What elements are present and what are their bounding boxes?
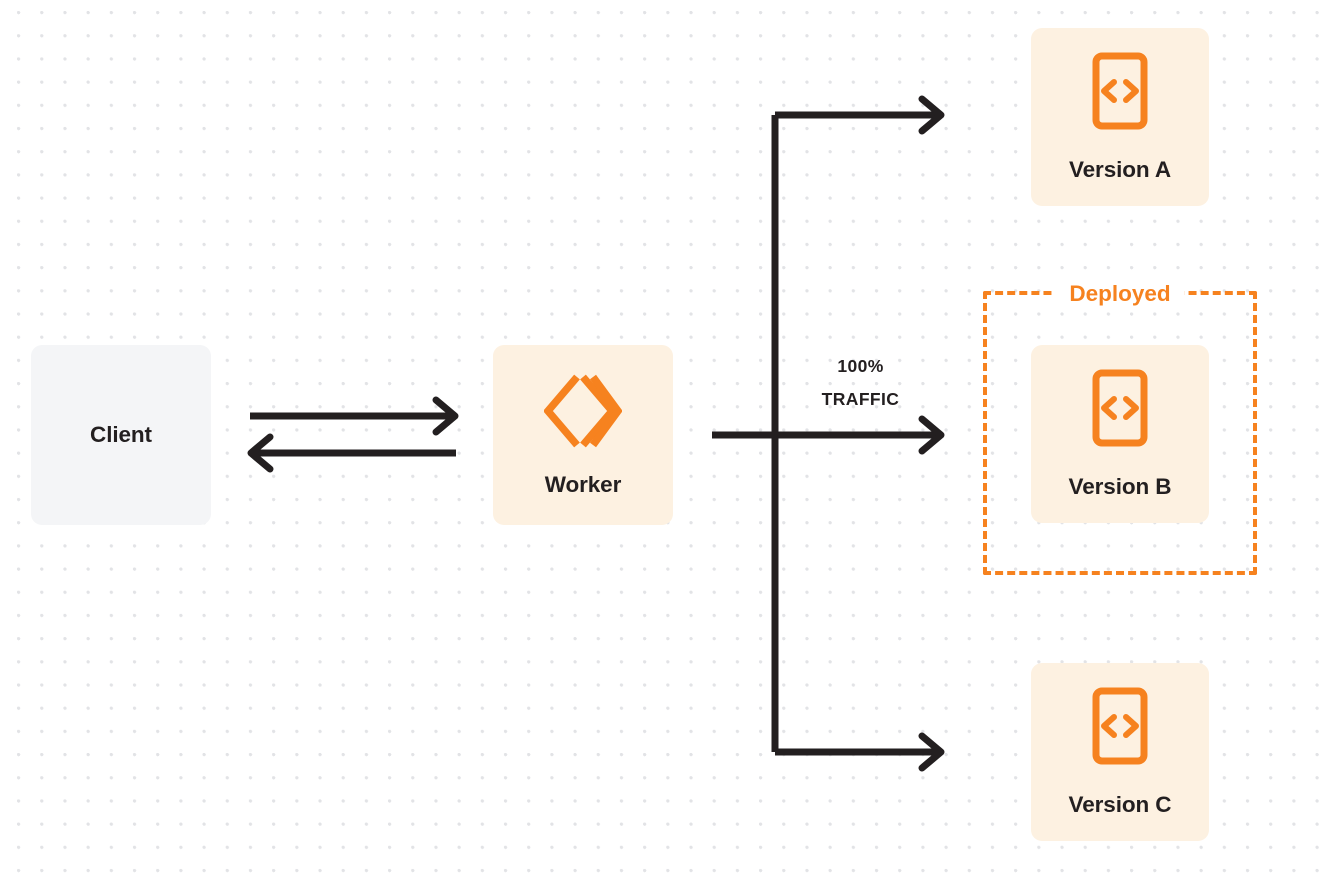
node-version-c[interactable]: Version C xyxy=(1031,663,1209,841)
node-worker-label: Worker xyxy=(544,471,622,497)
code-file-icon xyxy=(1092,52,1148,135)
cloudflare-workers-icon xyxy=(543,373,623,454)
node-version-c-label: Version C xyxy=(1068,791,1172,817)
code-file-icon xyxy=(1092,369,1148,452)
node-client[interactable]: Client xyxy=(31,345,211,525)
connector-worker-to-version-c xyxy=(775,732,945,772)
connector-worker-to-client xyxy=(247,433,456,473)
group-deployed-label: Deployed xyxy=(1055,279,1185,309)
traffic-label: 100% TRAFFIC xyxy=(788,350,933,416)
node-version-b-label: Version B xyxy=(1068,473,1172,499)
group-deployed: Deployed xyxy=(983,279,1257,575)
connector-worker-to-version-a xyxy=(775,95,945,135)
node-version-b[interactable]: Version B xyxy=(1031,345,1209,523)
node-client-label: Client xyxy=(90,422,152,447)
node-worker[interactable]: Worker xyxy=(493,345,673,525)
traffic-word-text: TRAFFIC xyxy=(821,389,900,409)
traffic-percent-text: 100% xyxy=(837,356,884,376)
connector-worker-to-version-b xyxy=(712,415,945,455)
code-file-icon xyxy=(1092,687,1148,770)
node-version-a[interactable]: Version A xyxy=(1031,28,1209,206)
node-version-a-label: Version A xyxy=(1068,156,1172,182)
connector-client-to-worker xyxy=(250,396,459,436)
